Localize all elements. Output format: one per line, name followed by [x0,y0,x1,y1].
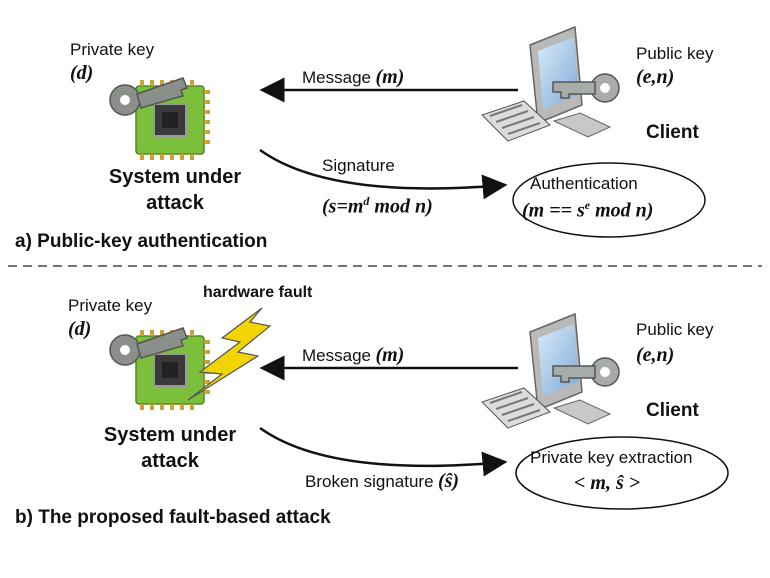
authentication-ellipse [512,162,706,238]
system-under-attack-label: System under attack [95,164,255,216]
authentication-formula: (m == se mod n) [522,198,654,222]
signature-formula: (s=md mod n) [322,194,433,218]
message-label: Message [302,68,371,87]
broken-signature-arrow [259,426,508,477]
system-label-line2: attack [141,450,199,472]
extraction-ellipse [515,436,729,510]
signature-label: Signature [322,156,395,175]
extraction-formula: < m, ŝ > [574,472,641,494]
hardware-fault-label: hardware fault [203,284,313,301]
authentication-label: Authentication [530,174,638,193]
public-key-var: (e,n) [636,66,675,88]
message-label-group: Message (m) [302,344,404,367]
public-key-label: Public key [636,320,714,339]
client-label: Client [646,400,699,421]
message-label-group: Message (m) [302,66,404,89]
message-label: Message [302,346,371,365]
message-var: (m) [375,344,405,366]
caption-b: b) The proposed fault-based attack [15,507,331,528]
public-key-var: (e,n) [636,344,675,366]
caption-a: a) Public-key authentication [15,231,268,252]
private-key-extraction-label: Private key extraction [530,448,693,467]
private-key-var: (d) [70,62,94,84]
client-label: Client [646,122,699,143]
system-under-attack-label: System under attack [90,422,250,474]
broken-signature-label: Broken signature [305,472,434,491]
broken-signature-group: Broken signature (ŝ) [305,470,459,493]
message-var: (m) [375,66,405,88]
system-label-line1: System under [103,424,237,446]
signature-arrow [259,148,508,200]
private-key-var: (d) [68,318,92,340]
lightning-bolt-icon [187,307,272,401]
system-label-line2: attack [146,192,204,214]
broken-signature-var: (ŝ) [437,470,460,492]
system-label-line1: System under [108,166,242,188]
public-key-label: Public key [636,44,714,63]
private-key-label: Private key [70,40,155,59]
private-key-label: Private key [68,296,153,315]
